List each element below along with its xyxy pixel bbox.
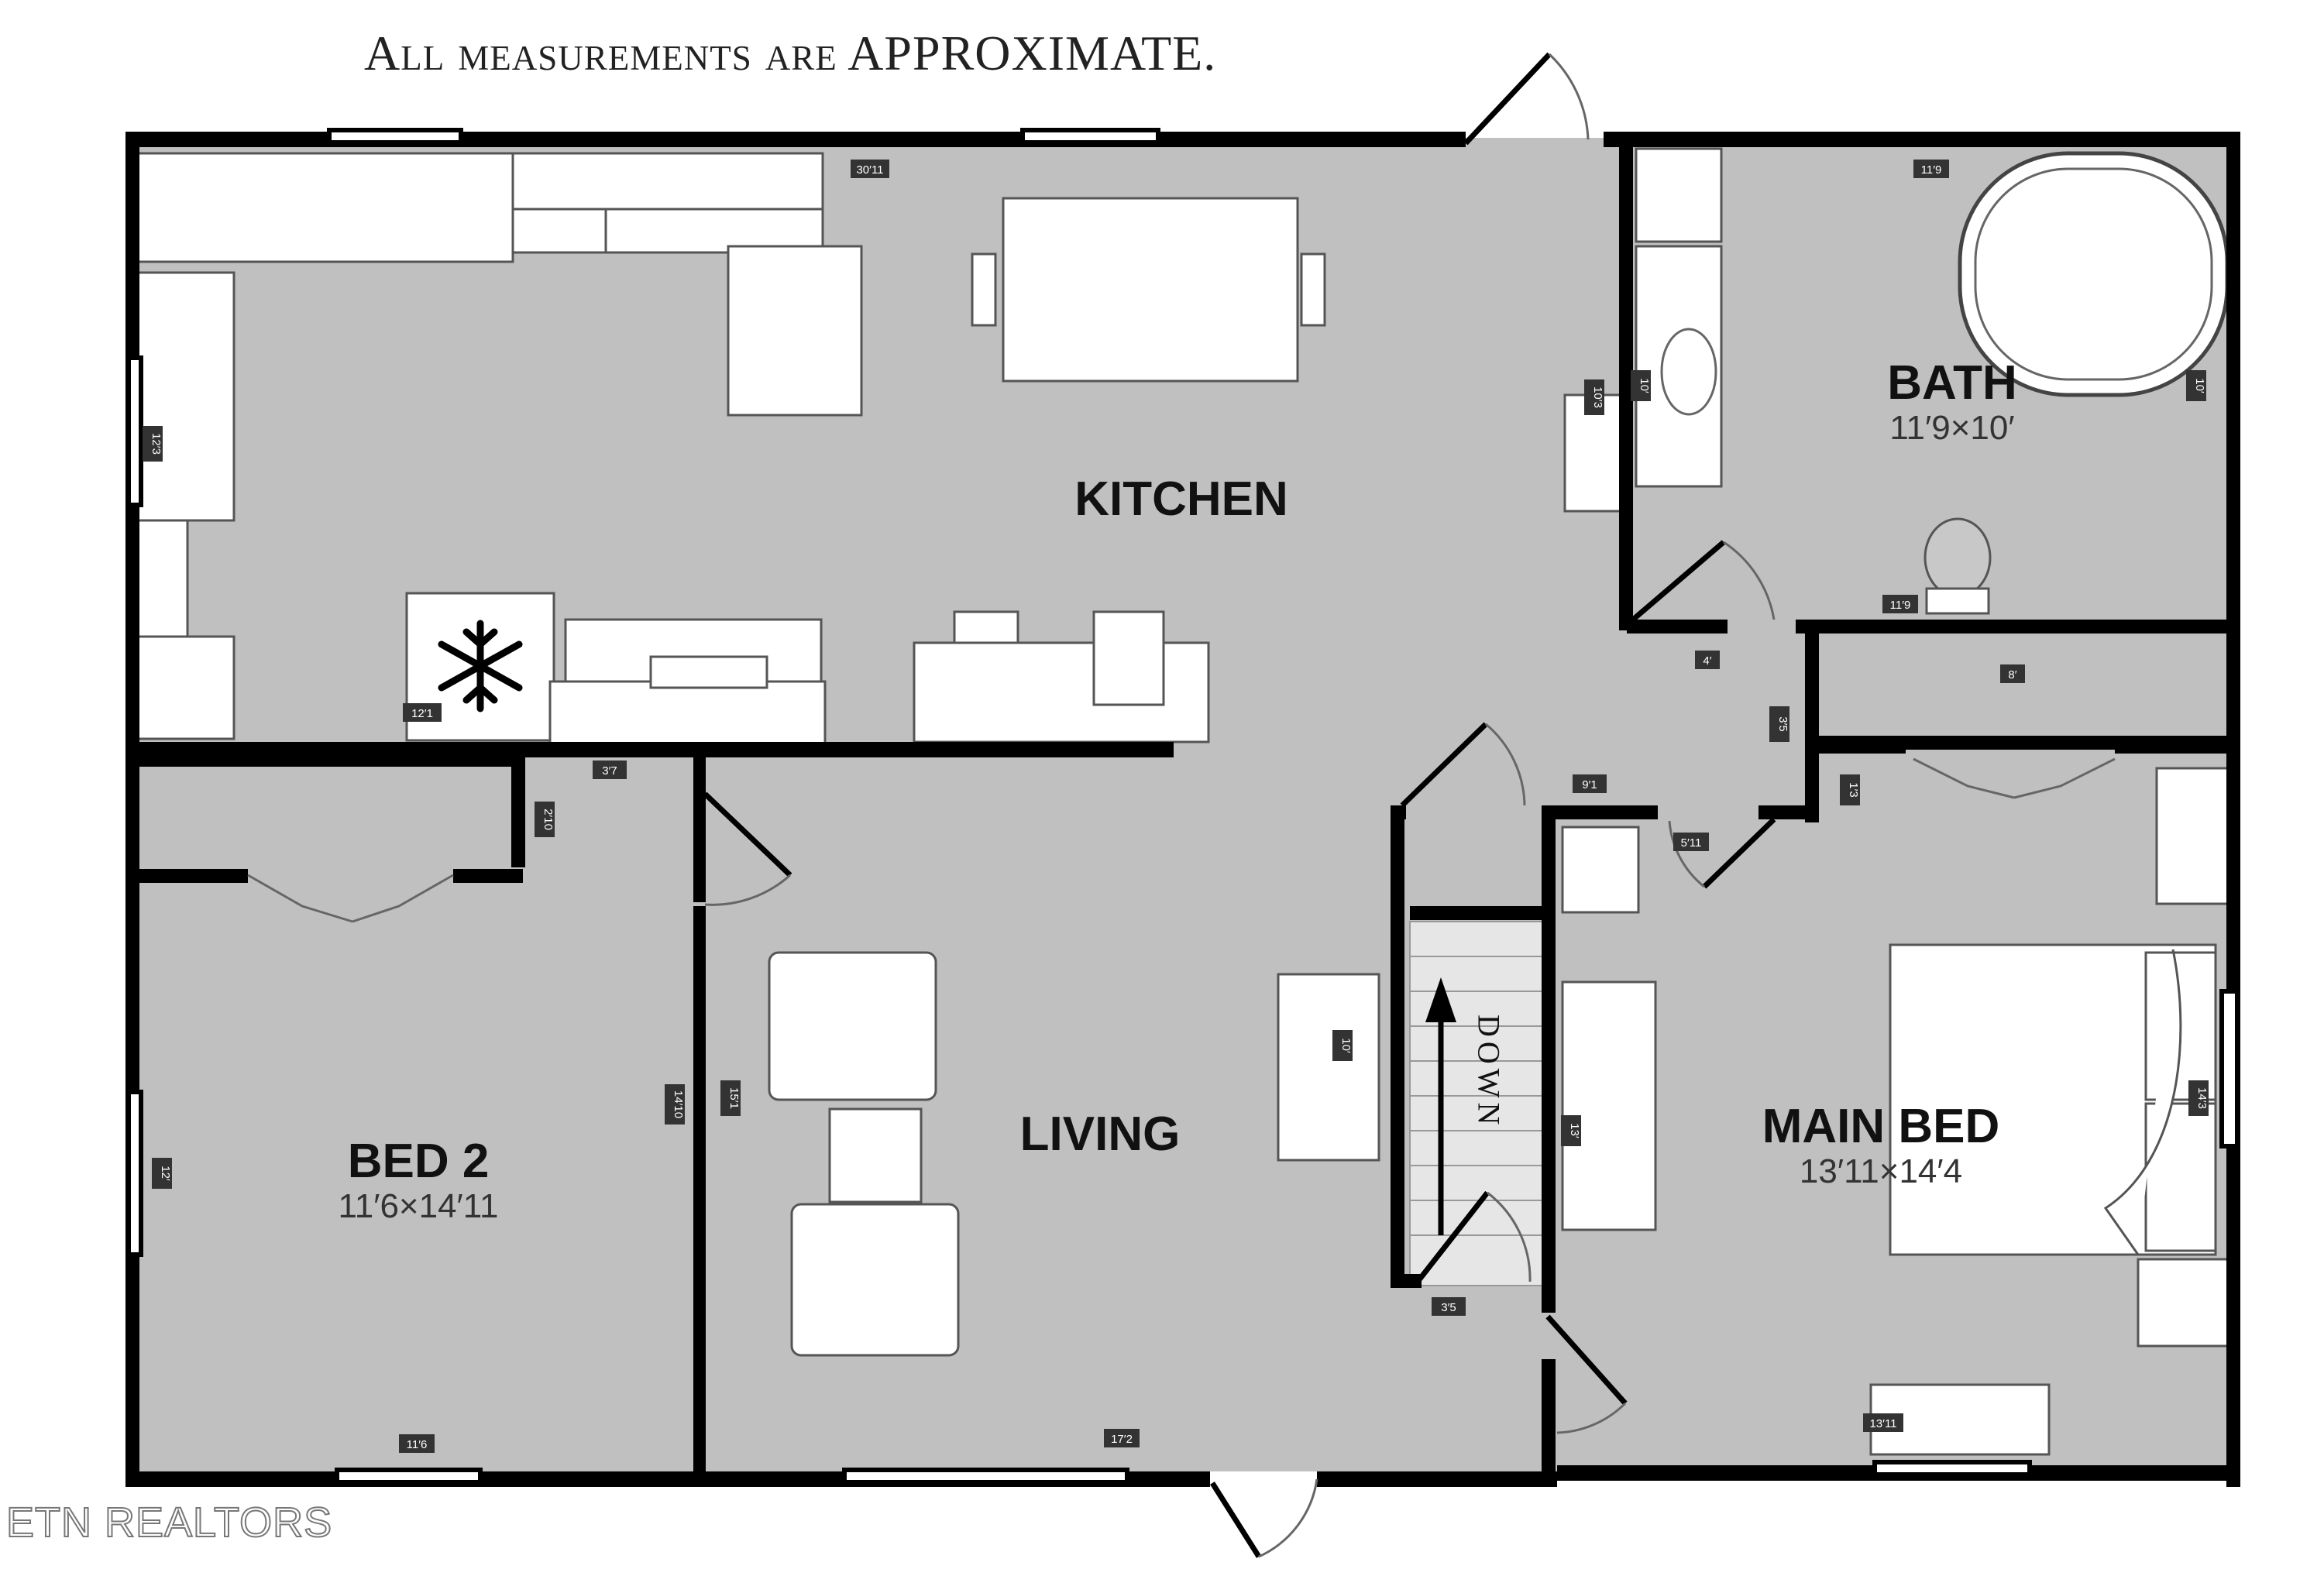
svg-text:10′: 10′: [1638, 378, 1651, 393]
svg-text:12′: 12′: [159, 1166, 172, 1181]
svg-text:3′5: 3′5: [1776, 716, 1789, 732]
measure-tag: 1′3: [1840, 774, 1860, 805]
svg-text:9′1: 9′1: [1582, 778, 1597, 791]
measure-tag: 11′6: [399, 1434, 435, 1453]
windows: [126, 128, 2240, 1485]
measure-tag: 15′1: [720, 1080, 741, 1116]
measure-tag: 9′1: [1573, 774, 1607, 793]
measure-tag: 5′11: [1673, 833, 1709, 851]
room-label-bath: BATH: [1887, 356, 2017, 410]
svg-text:5′11: 5′11: [1681, 836, 1702, 850]
measure-tag: 14′3: [2188, 1080, 2209, 1116]
measure-tag: 12′: [152, 1158, 172, 1189]
measure-tag: 30′11: [851, 160, 889, 178]
brand-watermark: ETN REALTORS: [5, 1499, 333, 1547]
measure-tag: 3′7: [593, 761, 627, 779]
svg-text:11′9: 11′9: [1921, 163, 1942, 177]
stairs-arrow-icon: [1425, 977, 1456, 1235]
walls: [125, 132, 2240, 1487]
room-dims-bath: 11′9×10′: [1889, 409, 2014, 447]
measure-tag: 2′10: [535, 802, 555, 837]
svg-text:13′11: 13′11: [1869, 1417, 1896, 1430]
measure-tag: 12′1: [403, 703, 442, 722]
svg-text:8′: 8′: [2008, 668, 2016, 682]
svg-text:4′: 4′: [1703, 654, 1711, 668]
measure-tag: 14′10: [665, 1084, 685, 1124]
svg-text:30′11: 30′11: [856, 163, 883, 177]
svg-text:11′6: 11′6: [407, 1438, 428, 1451]
snowflake-icon: [438, 620, 523, 712]
measure-tag: 3′5: [1769, 706, 1789, 742]
measure-tag: 13′: [1561, 1115, 1581, 1146]
svg-text:3′5: 3′5: [1441, 1301, 1456, 1314]
svg-text:3′7: 3′7: [602, 764, 617, 778]
measure-tag: 12′3: [143, 426, 163, 462]
measure-tag: 3′5: [1432, 1297, 1466, 1316]
svg-text:10′: 10′: [1339, 1038, 1353, 1053]
measure-tag: 10′: [2186, 370, 2206, 401]
measure-tag: 17′2: [1104, 1429, 1140, 1447]
svg-text:14′10: 14′10: [672, 1090, 685, 1118]
svg-text:15′1: 15′1: [727, 1087, 741, 1109]
room-label-main-bed: MAIN BED: [1762, 1100, 2000, 1153]
measure-tag: 10′: [1631, 370, 1651, 401]
measure-tag: 10′: [1332, 1030, 1353, 1061]
measure-tag: 8′: [2000, 664, 2025, 683]
svg-text:2′10: 2′10: [541, 809, 555, 830]
bath-fixtures: [1563, 147, 2229, 615]
svg-text:12′1: 12′1: [411, 707, 433, 720]
floor-area: [130, 138, 2239, 1478]
room-label-bed2: BED 2: [348, 1135, 490, 1188]
measure-tag: 4′: [1695, 651, 1720, 669]
svg-text:13′: 13′: [1568, 1123, 1581, 1138]
room-dims-main-bed: 13′11×14′4: [1800, 1152, 1962, 1190]
room-label-kitchen: KITCHEN: [1074, 472, 1288, 526]
measure-tag: 11′9: [1882, 595, 1918, 613]
measure-tag: 13′11: [1863, 1413, 1903, 1432]
svg-text:11′9: 11′9: [1890, 599, 1911, 612]
svg-text:17′2: 17′2: [1111, 1433, 1133, 1446]
svg-text:12′3: 12′3: [150, 433, 163, 455]
measure-tag: 10′3: [1584, 379, 1604, 415]
living-fixtures: [768, 951, 1380, 1357]
svg-text:10′: 10′: [2193, 378, 2206, 393]
svg-text:14′3: 14′3: [2195, 1087, 2209, 1109]
stairs-label: DOWN: [1472, 1015, 1507, 1129]
plan-title: All measurements are APPROXIMATE.: [364, 26, 1217, 81]
svg-text:10′3: 10′3: [1591, 386, 1604, 408]
room-label-living: LIVING: [1020, 1107, 1181, 1161]
measure-tag: 11′9: [1913, 160, 1949, 178]
svg-text:1′3: 1′3: [1847, 782, 1860, 798]
doors: [247, 52, 2116, 1558]
bedroom-fixtures: [1561, 767, 2229, 1456]
room-dims-bed2: 11′6×14′11: [339, 1187, 499, 1225]
